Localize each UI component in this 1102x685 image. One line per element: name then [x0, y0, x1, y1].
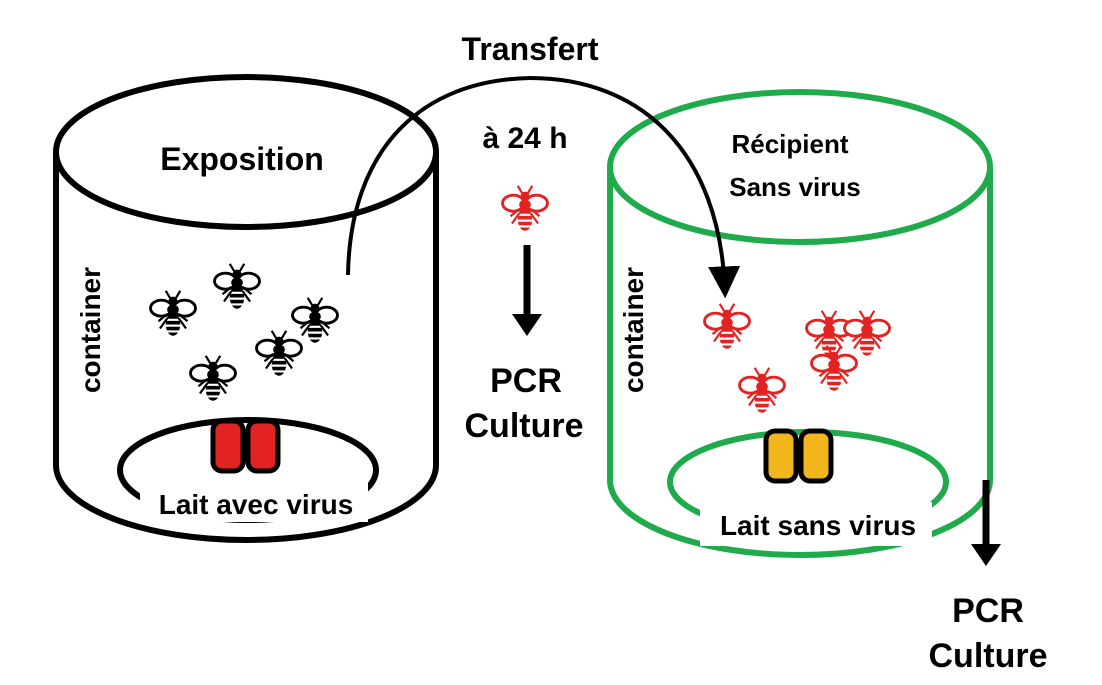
capsule-right	[245, 418, 281, 474]
capsule-right	[798, 428, 834, 484]
bee-icon	[501, 184, 549, 233]
transfer-time: à 24 h	[482, 122, 567, 155]
recipient-side-label: container	[618, 267, 649, 393]
exposure-title: Exposition	[160, 141, 324, 177]
exposure-side-label: container	[75, 267, 106, 393]
recipient-container-top	[607, 89, 993, 245]
bee-icon	[255, 329, 303, 378]
recipient-container	[607, 89, 993, 558]
recipient-container-bottom	[607, 479, 993, 558]
right-down-arrow-head	[971, 544, 1001, 566]
exposure-container-bottom	[53, 464, 439, 543]
recipient-title-line2: Sans virus	[729, 172, 861, 202]
right-output-line2: Culture	[929, 637, 1048, 675]
bee-icon	[291, 296, 339, 345]
recipient-title-line1: Récipient	[731, 129, 848, 159]
middle-down-arrow-head	[512, 314, 542, 336]
capsule-left	[763, 428, 799, 484]
virus-milk-capsules	[210, 418, 281, 474]
exposure-dish-label-bg	[140, 482, 368, 522]
bee-icon	[738, 366, 786, 415]
bee-icon	[189, 354, 237, 403]
bee-icon	[149, 289, 197, 338]
virus-free-milk-capsules	[763, 428, 834, 484]
bee-icon	[213, 262, 261, 311]
bee-icon	[843, 309, 891, 358]
exposure-container	[53, 74, 439, 543]
transfer-arrow	[346, 75, 741, 299]
middle-output-line2: Culture	[465, 407, 584, 445]
transfer-title: Transfert	[462, 31, 599, 67]
bee-icon	[810, 344, 858, 393]
right-output-line1: PCR	[952, 592, 1024, 630]
bee-icon	[703, 302, 751, 351]
exposure-dish-label: Lait avec virus	[159, 489, 354, 520]
recipient-dish-label-bg	[700, 502, 932, 546]
capsule-left	[210, 418, 246, 474]
middle-output-line1: PCR	[490, 362, 562, 400]
recipient-dish-label: Lait sans virus	[720, 510, 916, 541]
exposed-bees	[149, 262, 339, 403]
